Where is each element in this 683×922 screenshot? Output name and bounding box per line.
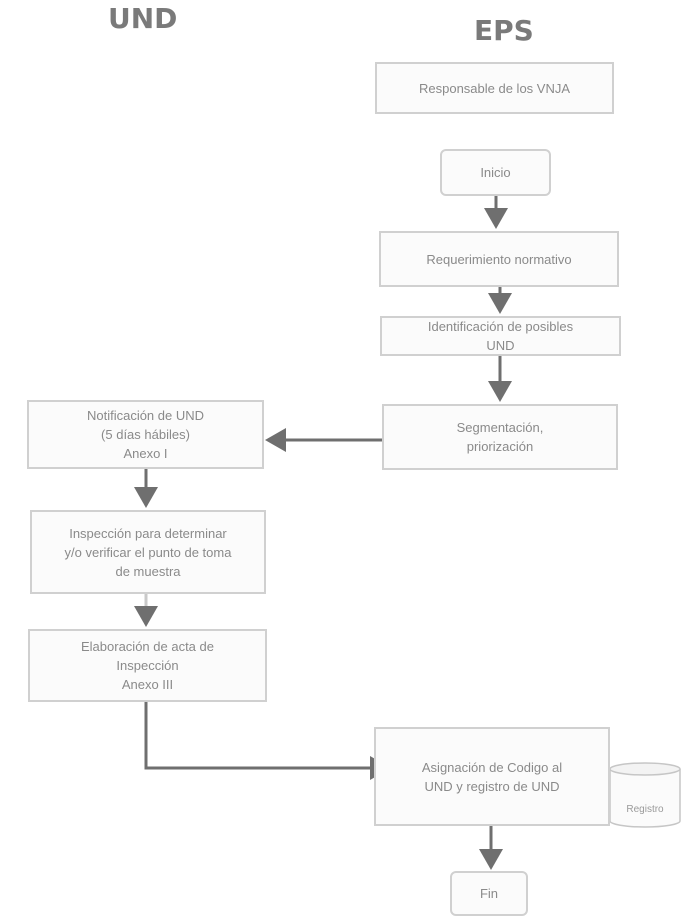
registro-label: Registro — [626, 804, 664, 815]
registro-database-icon — [609, 762, 681, 828]
elaboracion-box: Elaboración de acta de Inspección Anexo … — [28, 629, 267, 702]
asignacion-box: Asignación de Codigo al UND y registro d… — [374, 727, 610, 826]
elaboracion-label: Elaboración de acta de Inspección Anexo … — [81, 639, 214, 692]
segmentacion-box: Segmentación, priorización — [382, 404, 618, 470]
requerimiento-box: Requerimiento normativo — [379, 231, 619, 287]
requerimiento-label: Requerimiento normativo — [426, 251, 572, 267]
notificacion-box: Notificación de UND (5 días hábiles) Ane… — [27, 400, 264, 469]
identificacion-label: Identificación de posibles UND — [427, 319, 574, 353]
fin-node: Fin — [450, 871, 528, 916]
fin-label: Fin — [479, 886, 499, 901]
segmentacion-label: Segmentación, priorización — [456, 420, 544, 454]
inspeccion-label: Inspección para determinar y/o verificar… — [64, 525, 232, 579]
inicio-label: Inicio — [480, 165, 511, 180]
inicio-node: Inicio — [440, 149, 551, 196]
lane-title-eps: EPS — [474, 14, 534, 47]
notificacion-label: Notificación de UND (5 días hábiles) Ane… — [86, 408, 205, 461]
inspeccion-box: Inspección para determinar y/o verificar… — [30, 510, 266, 594]
responsable-label: Responsable de los VNJA — [418, 80, 571, 96]
arrow-elaboracion-to-asignacion — [144, 702, 391, 780]
asignacion-label: Asignación de Codigo al UND y registro d… — [421, 759, 563, 794]
lane-title-und: UND — [108, 2, 178, 35]
responsable-box: Responsable de los VNJA — [375, 62, 614, 114]
identificacion-box: Identificación de posibles UND — [380, 316, 621, 356]
